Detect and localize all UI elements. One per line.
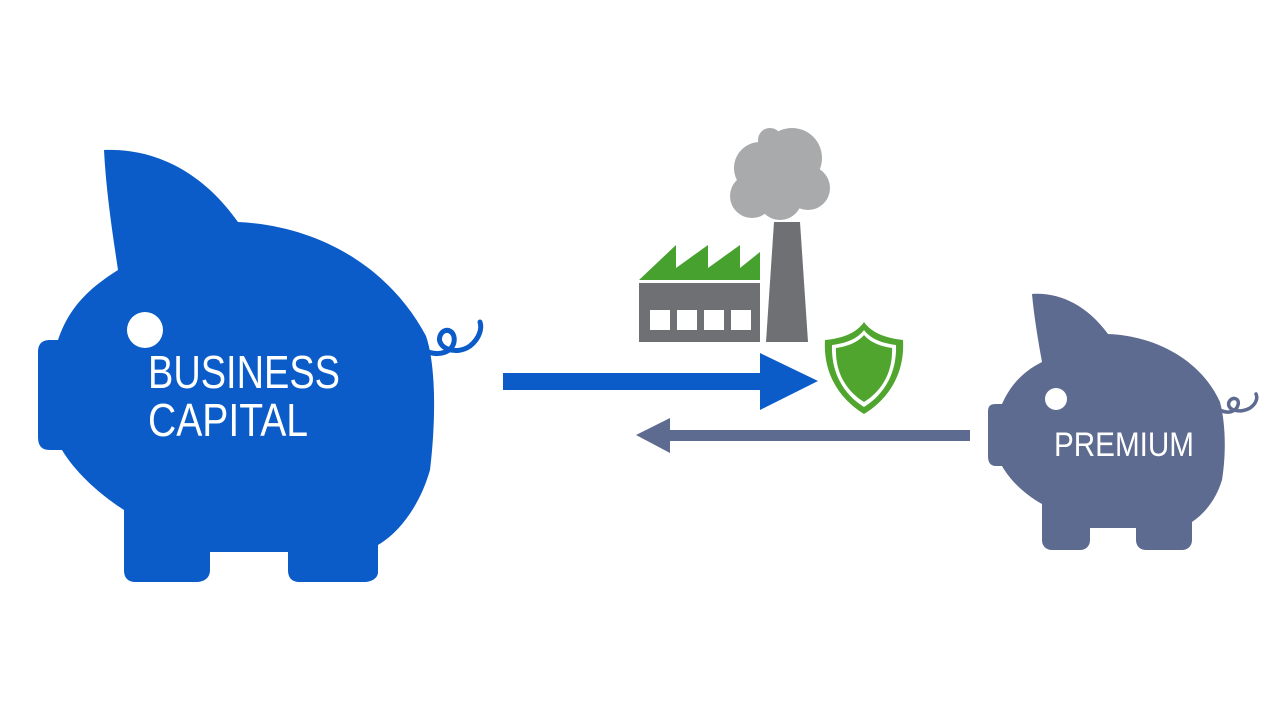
factory-roof <box>639 245 760 280</box>
factory-window <box>731 310 751 330</box>
premium-pig-tail <box>1218 392 1259 414</box>
business-pig-body <box>38 149 435 582</box>
factory-window <box>677 310 697 330</box>
factory-window <box>650 310 670 330</box>
shield-core <box>835 335 893 402</box>
factory-icon <box>639 128 830 342</box>
factory-chimney <box>766 222 808 342</box>
premium-pig-body <box>988 293 1225 550</box>
premium-pig-eye <box>1045 388 1067 410</box>
premium-pig: PREMIUM <box>988 293 1259 550</box>
arrow-to-business <box>636 418 970 453</box>
arrow-to-insurance <box>503 353 818 410</box>
arrow-forward-shaft <box>503 373 765 390</box>
business-pig-eye <box>127 312 163 348</box>
shield-icon <box>824 322 904 414</box>
premium-pig-label: PREMIUM <box>1054 426 1194 464</box>
arrow-back-head <box>636 418 670 453</box>
arrow-forward-head <box>760 353 818 410</box>
business-pig-tail <box>425 319 484 357</box>
smoke-cloud-icon <box>730 128 830 220</box>
business-capital-pig: BUSINESS CAPITAL <box>38 149 484 582</box>
business-pig-label-line1: BUSINESS <box>148 346 340 398</box>
business-pig-label-line2: CAPITAL <box>148 394 308 446</box>
factory-window <box>704 310 724 330</box>
arrow-back-shaft <box>665 430 970 441</box>
